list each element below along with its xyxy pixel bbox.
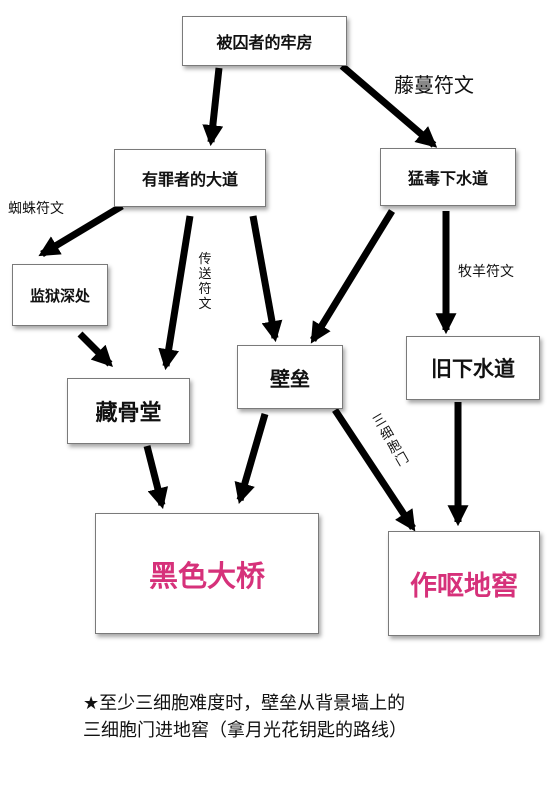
arrow-ramparts-to-black-bridge [234,413,269,505]
node-black-bridge: 黑色大桥 [95,513,319,634]
node-old-sewer-label: 旧下水道 [431,357,515,381]
arrow-sinners-road-to-prison-depths [38,202,124,258]
node-insufferable-crypt-label: 作呕地窖 [410,571,518,602]
node-ramparts: 壁垒 [237,345,343,409]
node-black-bridge-label: 黑色大桥 [148,558,265,593]
edge-label-spider-rune: 蜘蛛符文 [8,201,64,217]
arrow-sinners-road-to-ramparts [249,215,283,343]
node-sinners-road: 有罪者的大道 [114,149,266,207]
node-ramparts-label: 壁垒 [270,366,310,391]
edge-label-ram-rune: 牧羊符文 [458,264,514,280]
arrow-venom-sewer-to-ramparts [310,209,395,344]
node-cell: 被囚者的牢房 [182,16,347,66]
node-insufferable-crypt: 作呕地窖 [388,531,540,636]
node-prison-depths-label: 监狱深处 [29,286,90,305]
node-ossuary-label: 藏骨堂 [95,401,162,426]
bottom-note: ★至少三细胞难度时，壁垒从背景墙上的 三细胞门进地窖（拿月光花钥匙的路线） [83,693,407,741]
arrow-prison-depths-to-ossuary [77,331,113,367]
arrow-ramparts-to-crypt [332,408,416,532]
node-prison-depths: 监狱深处 [12,264,108,326]
edge-label-teleport-rune: 传送符文 [198,252,212,312]
node-old-sewer: 旧下水道 [406,336,540,400]
node-venom-sewer: 猛毒下水道 [380,148,516,206]
node-venom-sewer-label: 猛毒下水道 [407,169,488,188]
node-cell-label: 被囚者的牢房 [216,33,313,52]
arrow-cell-to-venom-sewer [339,63,438,148]
edge-label-vine-rune: 藤蔓符文 [394,73,474,97]
node-sinners-road-label: 有罪者的大道 [141,170,238,189]
arrow-sinners-road-to-ossuary [158,215,194,371]
node-ossuary: 藏骨堂 [67,378,190,444]
arrow-cell-to-sinners-road [202,67,224,147]
arrow-ossuary-to-black-bridge [143,445,169,510]
